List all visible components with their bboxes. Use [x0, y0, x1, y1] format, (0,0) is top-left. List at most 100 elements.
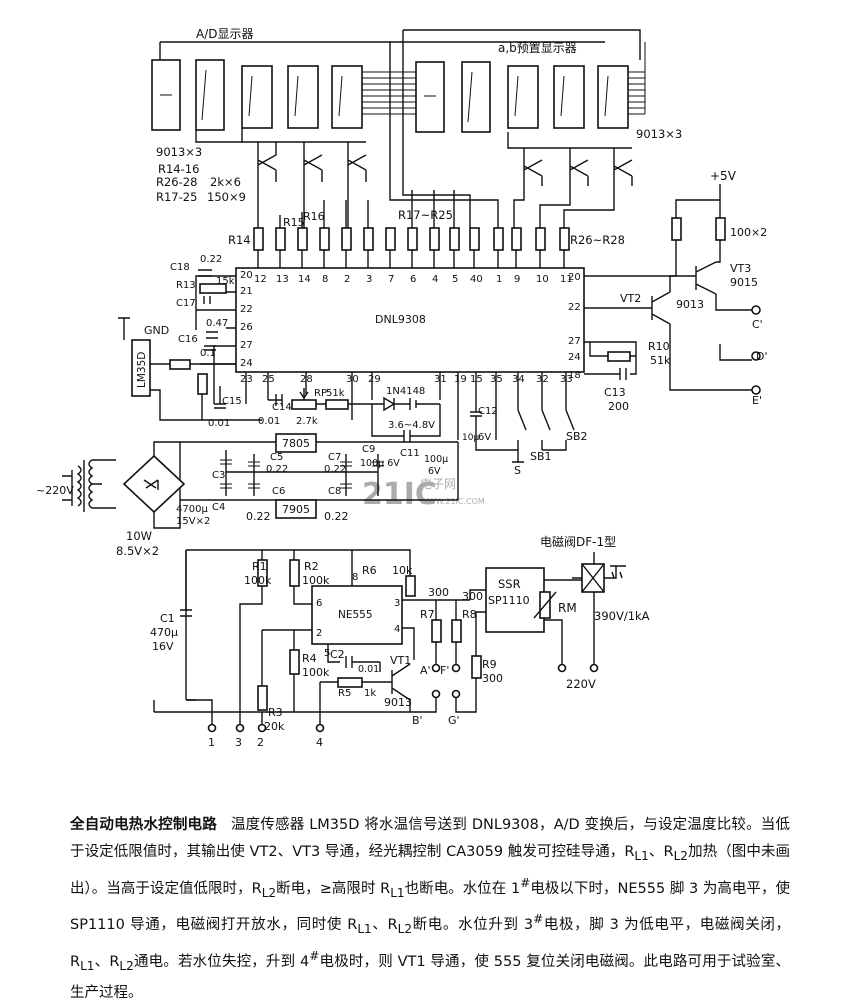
- c17-label: C17: [176, 298, 196, 309]
- c15-value: 0.01: [208, 418, 230, 429]
- chip-label: DNL9308: [375, 313, 426, 326]
- svg-text:27: 27: [240, 340, 253, 351]
- driver-transistors-left: 9013×3 R14-16 2k×6 R26-28 R17-25 150×9: [156, 128, 367, 228]
- ne555-pin4: 4: [394, 624, 400, 635]
- c7-value: 0.22: [324, 464, 346, 475]
- ne555-pin8: 8: [352, 572, 358, 583]
- gnd-label: GND: [144, 324, 169, 337]
- c-out-label: C': [752, 318, 763, 331]
- r-list-2: R26-28: [156, 175, 197, 189]
- svg-text:40: 40: [470, 274, 483, 285]
- r1-value: 100k: [244, 574, 272, 587]
- sb2-label: SB2: [566, 430, 588, 443]
- svg-text:19: 19: [454, 374, 467, 385]
- r-val-1: 2k×6: [210, 175, 241, 189]
- svg-text:26: 26: [240, 322, 253, 333]
- r4-value: 100k: [302, 666, 330, 679]
- electrode-4: 4: [316, 736, 323, 749]
- ac-label: ~220V: [36, 484, 74, 497]
- c100-label: 100μ: [424, 454, 448, 465]
- svg-text:24: 24: [240, 358, 253, 369]
- v390-label: 390V/1kA: [594, 609, 650, 623]
- svg-text:14: 14: [298, 274, 311, 285]
- reg1-label: 7805: [282, 437, 310, 450]
- v01-label: 0.1: [200, 348, 216, 359]
- c2-value: 0.01: [358, 664, 379, 675]
- watermark-cn: 电子网: [420, 477, 456, 491]
- ne555-pin5: 5: [324, 648, 330, 659]
- r-val-2: 150×9: [207, 190, 246, 204]
- ad-digit-3: [241, 65, 273, 129]
- c1-label: C1: [160, 612, 175, 625]
- r300-label: 300: [428, 586, 449, 599]
- r5-value: 1k: [364, 688, 376, 699]
- reg-7805: [275, 433, 317, 453]
- c14-value: 0.01: [258, 416, 280, 427]
- watermark: 21IC 电子网 WWW.21IC.COM: [362, 477, 485, 512]
- ne555-pin3: 3: [394, 598, 400, 609]
- ssr-sp1110: [485, 567, 545, 633]
- ad-digit-4: [287, 65, 319, 129]
- vt3-label: VT3: [730, 262, 751, 275]
- c5-value: 0.22: [266, 464, 288, 475]
- caption: 全自动电热水控制电路温度传感器 LM35D 将水温信号送到 DNL9308，A/…: [70, 812, 790, 1007]
- ad-digit-2: [195, 59, 225, 131]
- battery-label: 3.6~4.8V: [388, 420, 435, 431]
- c8-label: C8: [328, 486, 341, 497]
- electrode-1: 1: [208, 736, 215, 749]
- sb1-label: SB1: [530, 450, 552, 463]
- vt1-label: VT1: [390, 654, 411, 667]
- svg-text:10: 10: [536, 274, 549, 285]
- v220-label: 220V: [566, 677, 596, 691]
- c6-label: C6: [272, 486, 285, 497]
- svg-text:7: 7: [388, 274, 394, 285]
- c5-label: C5: [270, 452, 283, 463]
- circuit-schematic: A/D显示器 a,b预置显示器 9013×3 R14-16 2k×6 R2: [36, 27, 768, 749]
- plus5v-label: +5V: [710, 169, 737, 183]
- reg-7905: [275, 499, 317, 519]
- e-out-label: E': [752, 394, 762, 407]
- cap-big-value: 15V×2: [176, 516, 210, 527]
- svg-text:5: 5: [452, 274, 458, 285]
- ne555-pin6: 6: [316, 598, 322, 609]
- chip-bottom-network: C14 0.01 RP 2.7k 51k 1N4148 3.6~4.8V C11…: [245, 372, 588, 477]
- c16-value: 0.47: [206, 318, 228, 329]
- ab-display-label: a,b预置显示器: [498, 41, 577, 55]
- svg-text:22: 22: [568, 302, 581, 313]
- c9-label: C9: [362, 444, 375, 455]
- dnl9308-chip: DNL9308 12 13 14 8 2 3 7 6 4 5 40 1 9 10…: [235, 267, 585, 385]
- chip-pins-left: 20 21 22 26 27 24: [240, 270, 253, 369]
- svg-text:12: 12: [254, 274, 267, 285]
- c18-label: C18: [170, 262, 190, 273]
- vt2-type: 9013: [676, 298, 704, 311]
- diode-label: 1N4148: [386, 386, 425, 397]
- watermark-logo: 21IC: [362, 477, 437, 512]
- transformer-label-1: 10W: [126, 529, 152, 543]
- ssr-label-1: SSR: [498, 577, 521, 591]
- vt1-type: 9013: [384, 696, 412, 709]
- c14-label: C14: [272, 402, 292, 413]
- ad-digit-5: [331, 65, 363, 129]
- electrode-2: 2: [257, 736, 264, 749]
- r2-value: 100k: [302, 574, 330, 587]
- svg-text:24: 24: [568, 352, 581, 363]
- c2-label: C2: [330, 648, 345, 661]
- watermark-url: WWW.21IC.COM: [420, 497, 485, 506]
- chip-pins-right: 20 22 27 24 18: [568, 272, 581, 381]
- chip-right-network: R10 51k C13 200 VT2 9013 VT3 9015 +5V 10…: [584, 169, 768, 413]
- svg-text:9: 9: [514, 274, 520, 285]
- r6-label: R6: [362, 564, 377, 577]
- svg-text:29: 29: [368, 374, 381, 385]
- svg-text:4: 4: [432, 274, 438, 285]
- chip-pins-top: 12 13 14 8 2 3 7 6 4 5 40 1 9 10 11: [254, 274, 573, 285]
- lm35d-sensor: [131, 339, 151, 397]
- c12-v2: 6V: [478, 432, 491, 443]
- c6-value: 0.22: [324, 510, 349, 523]
- rp-label: RP: [314, 388, 327, 399]
- f-out-label: F': [440, 664, 449, 677]
- c12-label: C12: [478, 406, 498, 417]
- lm35d-label: LM35D: [136, 352, 148, 388]
- svg-text:1: 1: [496, 274, 502, 285]
- c12-v1: 10μ: [462, 433, 479, 443]
- svg-text:18: 18: [568, 370, 581, 381]
